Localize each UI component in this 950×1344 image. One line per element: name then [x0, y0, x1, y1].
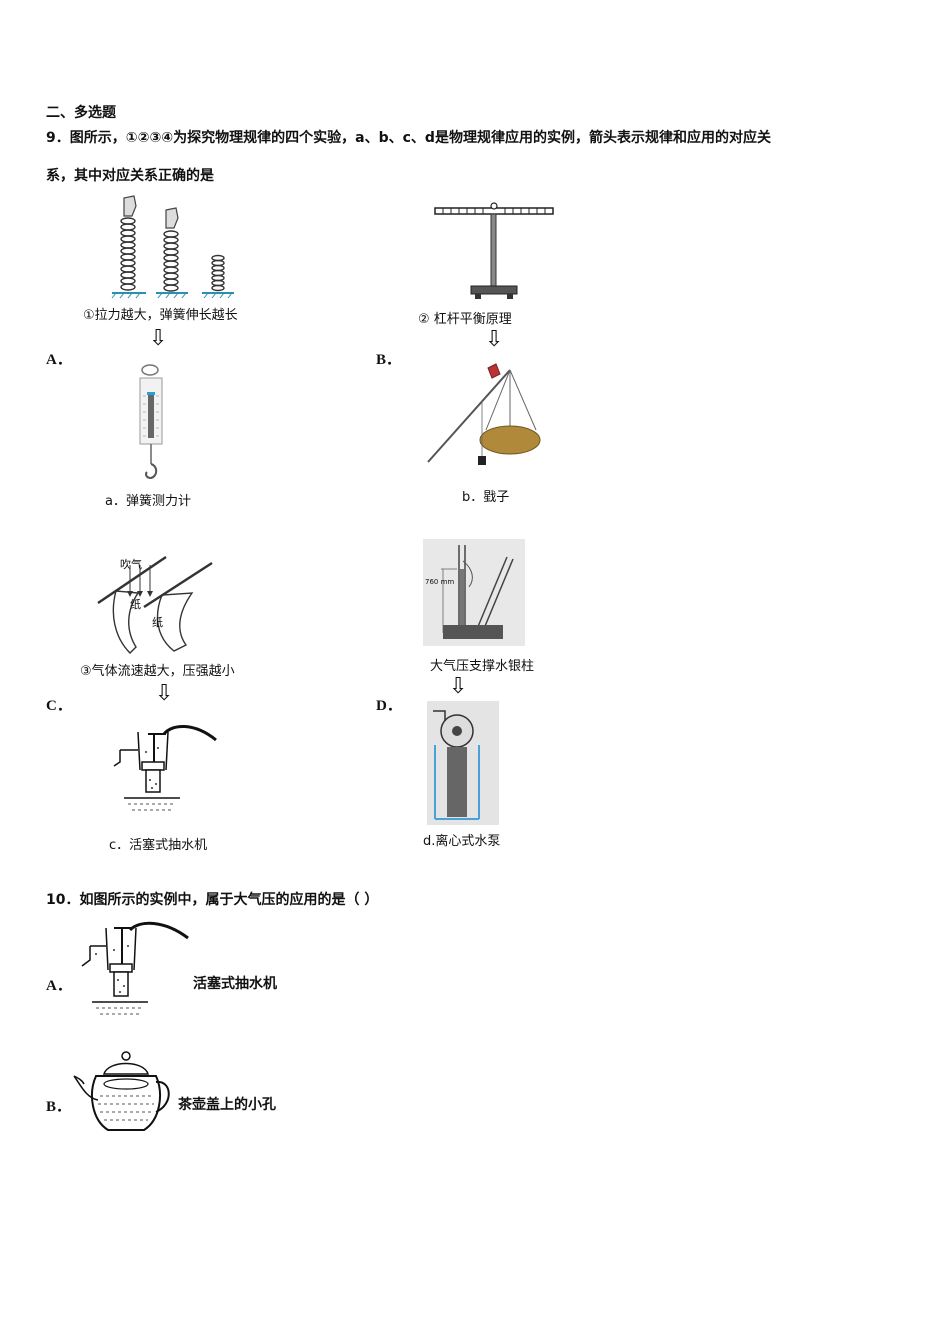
option-letter-c[interactable]: C． [46, 698, 72, 714]
caption-lever-principle: ② 杠杆平衡原理 [418, 312, 512, 327]
piston-pump-figure [81, 921, 189, 1015]
caption-centrifugal-pump: d.离心式水泵 [423, 834, 501, 849]
paper-blow-figure [97, 555, 213, 654]
option-letter-d[interactable]: D． [376, 698, 402, 714]
down-arrow-icon: ⇩ [449, 674, 468, 699]
label-paper-2: 纸 [152, 616, 163, 629]
down-arrow-icon: ⇩ [485, 327, 504, 352]
down-arrow-icon: ⇩ [149, 326, 168, 351]
centrifugal-pump-photo [427, 701, 499, 825]
down-arrow-icon: ⇩ [155, 681, 174, 706]
caption-piston-pump: c．活塞式抽水机 [109, 838, 208, 853]
caption-spring-scale: a．弹簧测力计 [105, 494, 191, 509]
teapot-figure [73, 1051, 170, 1131]
option-letter-b[interactable]: B． [376, 352, 402, 368]
steelyard-figure [427, 363, 541, 465]
lever-figure [434, 202, 554, 299]
caption-atmospheric-pressure: 大气压支撑水银柱 [430, 659, 535, 674]
label-760mm: 760 mm [425, 578, 455, 586]
q10-option-b-label: 茶壶盖上的小孔 [178, 1097, 276, 1113]
q10-option-a-label: 活塞式抽水机 [193, 976, 277, 992]
piston-pump-figure [113, 725, 217, 811]
section-title: 二、多选题 [46, 105, 116, 121]
spring-scale-figure [139, 364, 163, 480]
torricelli-photo [423, 539, 525, 646]
springs-figure [111, 195, 234, 299]
q10-stem: 10．如图所示的实例中，属于大气压的应用的是（ ） [46, 892, 379, 908]
q9-stem-line1: 9．图所示，①②③④为探究物理规律的四个实验，a、b、c、d是物理规律应用的实例… [46, 130, 771, 146]
option-letter-b[interactable]: B． [46, 1099, 72, 1115]
caption-steelyard: b．戥子 [462, 490, 510, 505]
caption-spring-law: ①拉力越大，弹簧伸长越长 [83, 308, 238, 323]
option-letter-a[interactable]: A． [46, 352, 72, 368]
caption-bernoulli: ③气体流速越大，压强越小 [80, 664, 235, 679]
label-paper-1: 纸 [130, 598, 141, 611]
q9-stem-line2: 系，其中对应关系正确的是 [46, 168, 214, 184]
option-letter-a[interactable]: A． [46, 978, 72, 994]
label-blow: 吹气 [120, 558, 142, 571]
